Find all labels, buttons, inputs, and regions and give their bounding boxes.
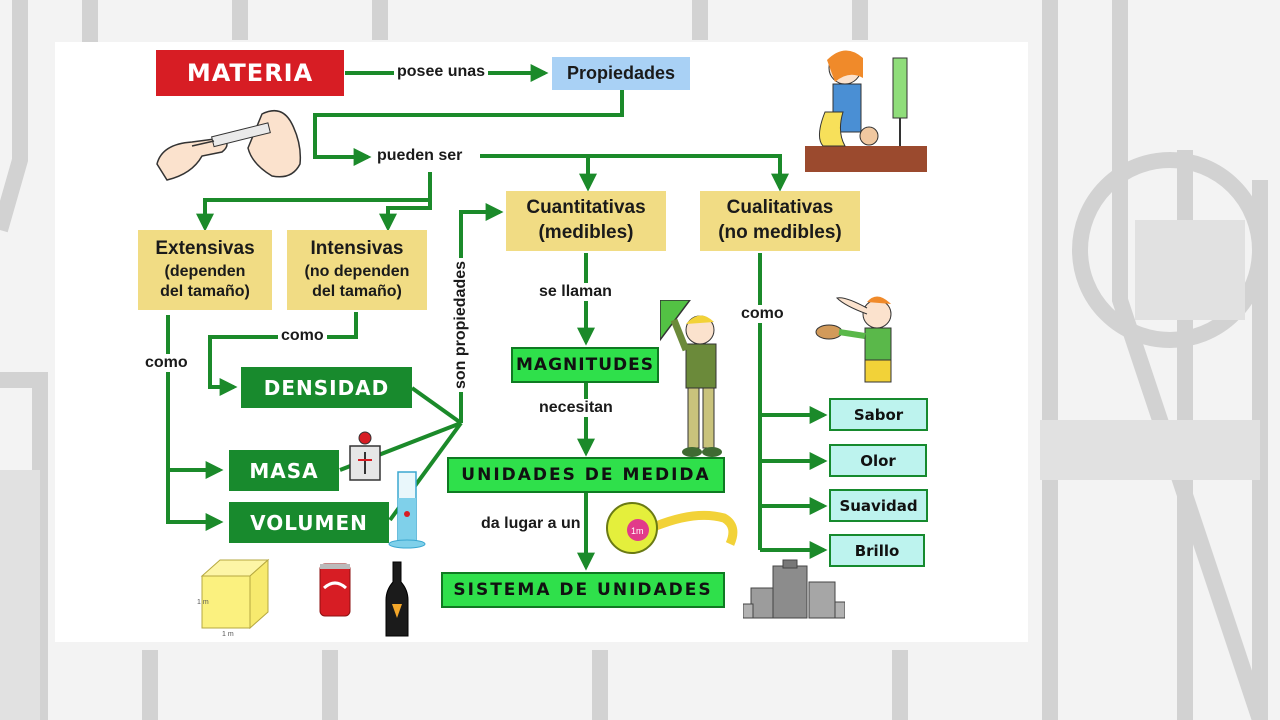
node-extensivas: Extensivas (dependen del tamaño)	[138, 230, 272, 310]
link-necesitan: necesitan	[536, 399, 616, 417]
sabor-label: Sabor	[853, 405, 904, 424]
link-da-lugar-a-un: da lugar a un	[478, 515, 584, 533]
intensivas-desc-2: del tamaño)	[312, 283, 402, 301]
tape-measure-icon: 1m	[606, 502, 738, 554]
node-unidades-de-medida: UNIDADES DE MEDIDA	[447, 457, 725, 493]
suavidad-label: Suavidad	[839, 496, 918, 515]
cualitativas-title: Cualitativas	[726, 197, 834, 219]
materia-label: MATERIA	[186, 59, 314, 87]
node-sabor: Sabor	[829, 398, 928, 431]
link-se-llaman: se llaman	[536, 283, 615, 301]
tape-mark-label: 1m	[631, 526, 644, 536]
beer-bottle-icon	[385, 561, 409, 637]
node-suavidad: Suavidad	[829, 489, 928, 522]
node-sistema-de-unidades: SISTEMA DE UNIDADES	[441, 572, 725, 608]
unidades-label: UNIDADES DE MEDIDA	[461, 465, 711, 485]
link-como-extensivas: como	[142, 354, 191, 372]
node-olor: Olor	[829, 444, 927, 477]
link-posee-unas: posee unas	[394, 63, 489, 81]
magnitudes-label: MAGNITUDES	[516, 355, 654, 375]
node-materia: MATERIA	[156, 50, 344, 96]
cualitativas-desc: (no medibles)	[718, 222, 842, 243]
node-cuantitativas: Cuantitativas (medibles)	[506, 191, 666, 251]
cube-icon: 1 m 1 m	[197, 558, 270, 638]
node-magnitudes: MAGNITUDES	[511, 347, 659, 383]
syringe-hands-icon	[156, 109, 302, 181]
weights-icon	[743, 559, 845, 619]
extensivas-desc-2: del tamaño)	[160, 283, 250, 301]
boy-smelling-icon	[815, 296, 892, 383]
node-cualitativas: Cualitativas (no medibles)	[700, 191, 860, 251]
balance-scale-icon	[349, 431, 381, 481]
cube-dimension-a: 1 m	[222, 631, 234, 638]
olor-label: Olor	[860, 451, 896, 470]
node-propiedades: Propiedades	[552, 57, 690, 90]
link-como-intensivas: como	[278, 327, 327, 345]
extensivas-title: Extensivas	[155, 237, 255, 259]
densidad-label: DENSIDAD	[263, 375, 390, 400]
node-intensivas: Intensivas (no dependen del tamaño)	[287, 230, 427, 310]
masa-label: MASA	[249, 458, 319, 483]
propiedades-label: Propiedades	[566, 63, 676, 83]
node-densidad: DENSIDAD	[241, 367, 412, 408]
cuantitativas-desc: (medibles)	[538, 222, 634, 243]
graduated-cylinder-icon	[388, 471, 426, 549]
sistema-label: SISTEMA DE UNIDADES	[453, 580, 713, 600]
intensivas-title: Intensivas	[310, 237, 404, 259]
scientist-lab-icon	[805, 50, 927, 172]
node-masa: MASA	[229, 450, 339, 491]
cube-dimension-b: 1 m	[197, 599, 209, 606]
intensivas-desc-1: (no dependen	[304, 262, 410, 280]
node-volumen: VOLUMEN	[229, 502, 389, 543]
cuantitativas-title: Cuantitativas	[526, 197, 646, 219]
link-pueden-ser: pueden ser	[374, 147, 466, 165]
soda-can-icon	[319, 563, 351, 617]
link-son-propiedades: son propiedades	[452, 257, 470, 392]
node-brillo: Brillo	[829, 534, 925, 567]
link-como-cualitativas: como	[738, 305, 787, 323]
extensivas-desc-1: (dependen	[164, 262, 246, 280]
boy-set-square-icon	[660, 300, 722, 457]
brillo-label: Brillo	[854, 541, 900, 560]
volumen-label: VOLUMEN	[250, 510, 368, 535]
